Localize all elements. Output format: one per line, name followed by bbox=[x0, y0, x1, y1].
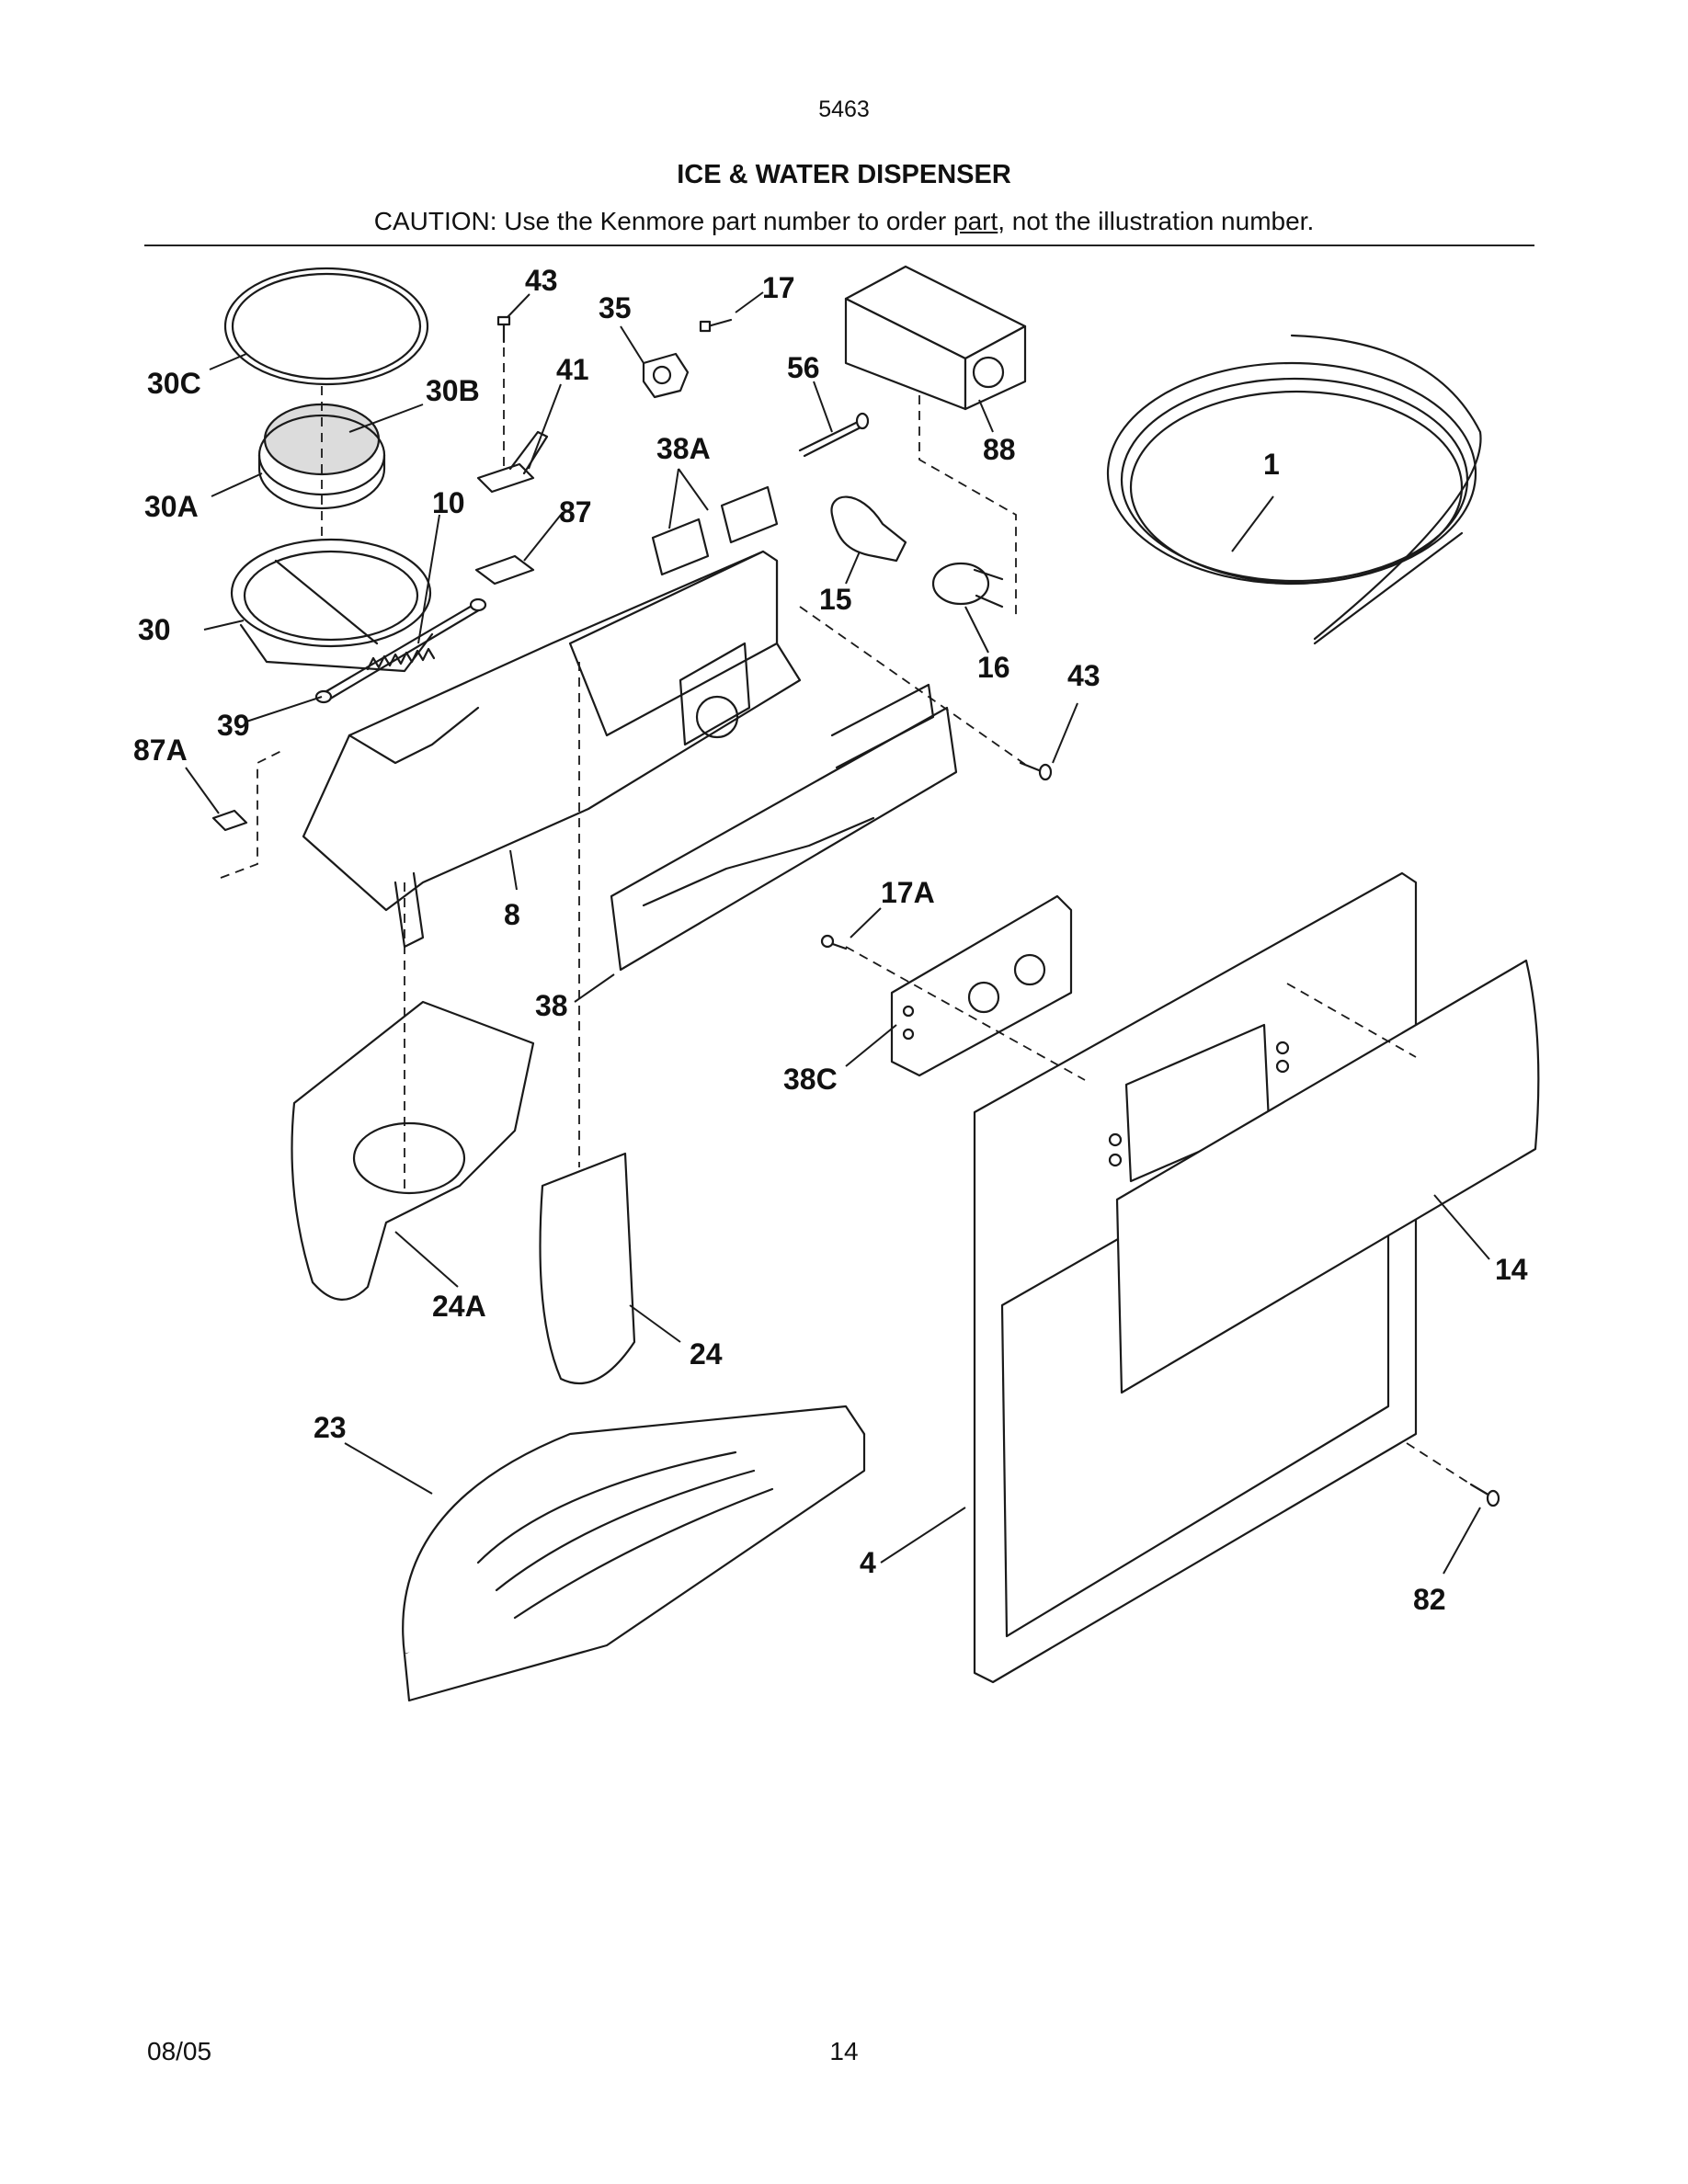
callout-24a: 24A bbox=[432, 1290, 486, 1323]
part-82-screw bbox=[1469, 1483, 1500, 1507]
callout-30c: 30C bbox=[147, 367, 201, 400]
part-24a-chute bbox=[291, 1000, 535, 1301]
callout-1: 1 bbox=[1263, 448, 1280, 481]
part-1-tubing bbox=[1106, 334, 1482, 645]
callout-23: 23 bbox=[314, 1411, 347, 1444]
callout-17: 17 bbox=[762, 271, 795, 304]
callout-30b: 30B bbox=[426, 374, 480, 407]
part-17-screw bbox=[699, 318, 733, 333]
callout-41: 41 bbox=[556, 353, 589, 386]
callout-56: 56 bbox=[787, 351, 820, 384]
part-38c-bracket bbox=[890, 894, 1073, 1077]
part-24-door bbox=[539, 1152, 636, 1385]
callout-24: 24 bbox=[690, 1337, 723, 1371]
part-56-screw bbox=[798, 412, 870, 458]
caution-text-end: , not the illustration number. bbox=[998, 207, 1315, 235]
part-87-clip bbox=[474, 554, 535, 586]
part-8-housing bbox=[302, 550, 802, 949]
callout-30: 30 bbox=[138, 613, 171, 646]
callout-43: 43 bbox=[525, 264, 558, 297]
part-43-screw-top bbox=[496, 315, 511, 487]
callout-16: 16 bbox=[977, 651, 1010, 684]
part-14-panel bbox=[1115, 959, 1540, 1394]
caution-part-link: part bbox=[953, 207, 998, 235]
header-rule bbox=[144, 245, 1534, 246]
part-43-screw-right bbox=[1019, 761, 1053, 781]
part-38-board bbox=[610, 683, 958, 972]
part-15-bulb bbox=[830, 495, 907, 563]
part-30-ring bbox=[230, 538, 434, 673]
footer-page-number: 14 bbox=[829, 2037, 859, 2065]
callout-4: 4 bbox=[860, 1546, 876, 1579]
caution-note: CAUTION: Use the Kenmore part number to … bbox=[0, 207, 1688, 236]
part-10-spring bbox=[366, 647, 436, 671]
callout-14: 14 bbox=[1495, 1253, 1528, 1286]
part-35-switch bbox=[642, 352, 690, 399]
part-38a-switches bbox=[651, 485, 779, 576]
callout-39: 39 bbox=[217, 709, 250, 742]
part-41-clip bbox=[476, 430, 549, 494]
callout-38: 38 bbox=[535, 989, 568, 1022]
page-title: ICE & WATER DISPENSER bbox=[677, 160, 1011, 189]
part-17a-screw bbox=[820, 934, 848, 950]
callout-88: 88 bbox=[983, 433, 1016, 466]
model-number: 5463 bbox=[818, 97, 870, 122]
callout-leader-lines bbox=[185, 291, 1490, 1575]
callout-43-right: 43 bbox=[1067, 659, 1101, 692]
callout-87a: 87A bbox=[133, 734, 188, 767]
part-16-socket bbox=[931, 562, 1004, 609]
callout-17a: 17A bbox=[881, 876, 935, 909]
assembly-guide-lines bbox=[321, 386, 1472, 1485]
part-39-shaft bbox=[314, 597, 487, 704]
callout-38a: 38A bbox=[656, 432, 711, 465]
part-30c-gasket bbox=[223, 267, 429, 386]
callout-30a: 30A bbox=[144, 490, 199, 523]
part-30a-cup bbox=[257, 414, 386, 510]
callout-10: 10 bbox=[432, 486, 465, 519]
callout-38c: 38C bbox=[783, 1063, 838, 1096]
callout-87: 87 bbox=[559, 495, 592, 529]
part-23-tray bbox=[402, 1405, 866, 1702]
callout-8: 8 bbox=[504, 898, 520, 931]
part-87a-clip bbox=[211, 748, 286, 879]
part-88-module bbox=[844, 265, 1027, 411]
footer-date: 08/05 bbox=[147, 2037, 212, 2065]
callout-35: 35 bbox=[599, 291, 632, 324]
caution-text-start: CAUTION: Use the Kenmore part number to … bbox=[373, 207, 953, 235]
callout-82: 82 bbox=[1413, 1583, 1446, 1616]
callout-15: 15 bbox=[819, 583, 852, 616]
